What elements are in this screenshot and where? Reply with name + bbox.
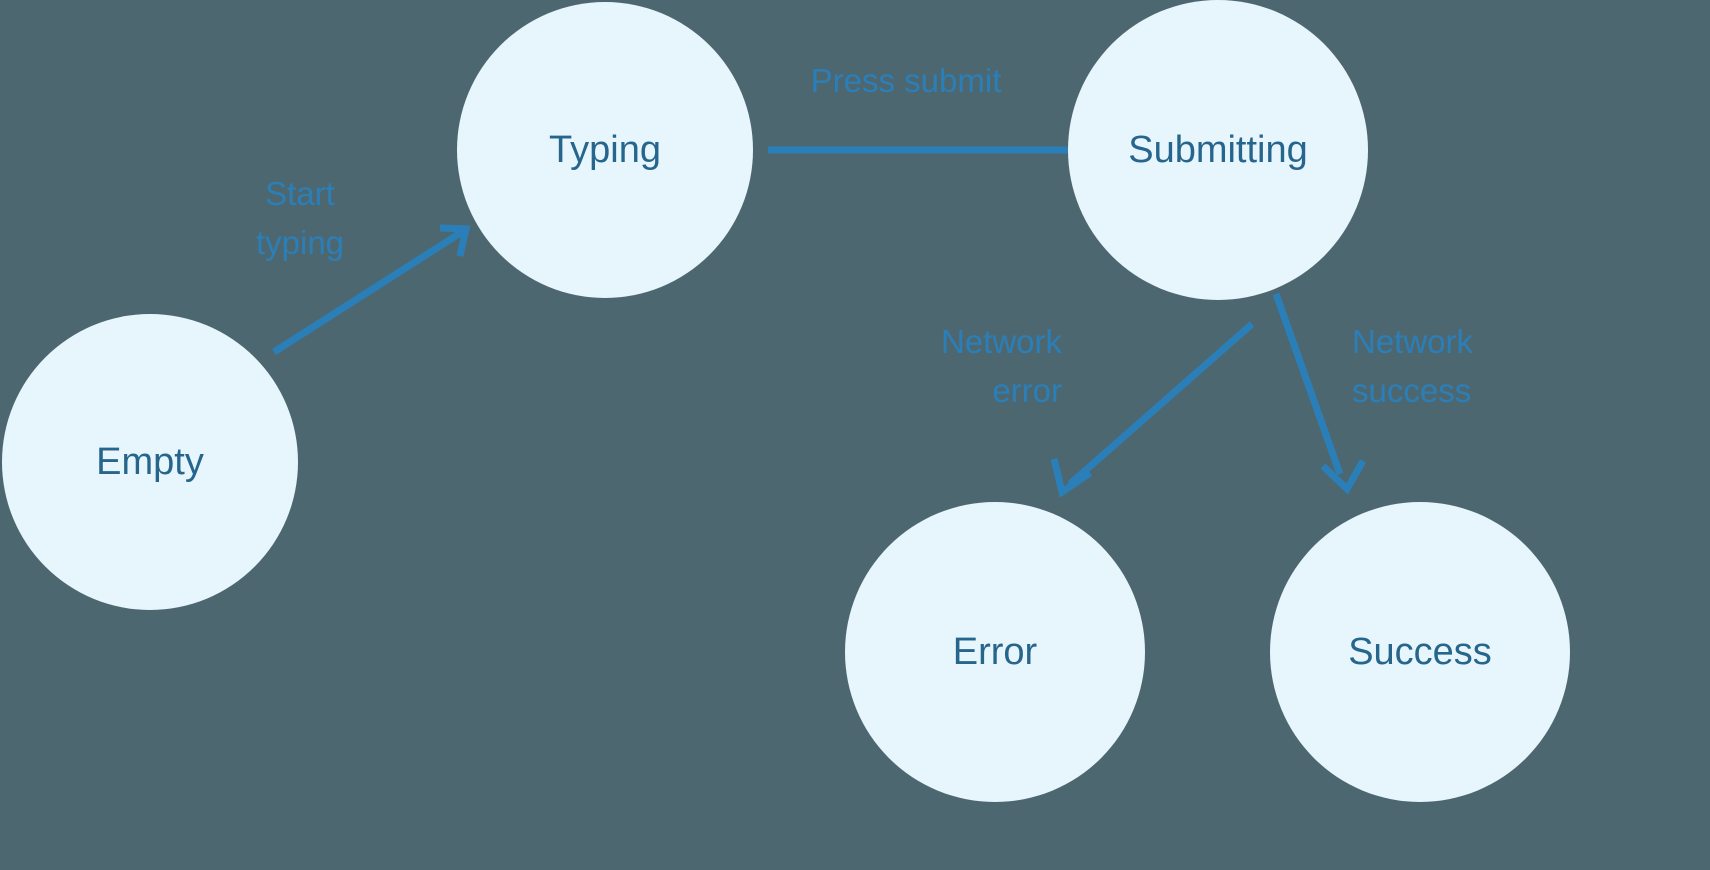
node-circle[interactable]: [2, 314, 298, 610]
node-empty[interactable]: Empty: [2, 314, 298, 610]
node-circle[interactable]: [1270, 502, 1570, 802]
node-label: Submitting: [1128, 129, 1308, 171]
node-label: Empty: [96, 441, 204, 483]
edge-label-line: typing: [256, 224, 344, 261]
node-circle[interactable]: [845, 502, 1145, 802]
node-label: Typing: [549, 129, 661, 171]
edge-label-line: Start: [265, 175, 335, 212]
arrowhead-icon: [439, 224, 471, 257]
edge-submitting-to-error: [1050, 321, 1255, 498]
arrowhead-icon: [1050, 458, 1092, 498]
node-label: Error: [953, 631, 1038, 673]
arrowhead-icon: [1320, 459, 1367, 495]
node-label: Success: [1348, 631, 1492, 673]
edge-label-typing-to-submitting: Press submit: [811, 62, 1002, 99]
node-error[interactable]: Error: [845, 502, 1145, 802]
node-circle[interactable]: [1068, 0, 1368, 300]
edge-label-line: success: [1352, 372, 1471, 409]
node-success[interactable]: Success: [1270, 502, 1570, 802]
edge-empty-to-typing: [272, 224, 471, 355]
edges-layer: [272, 121, 1367, 498]
edge-label-line: Press submit: [811, 62, 1002, 99]
edge-line: [272, 229, 464, 355]
edge-label-submitting-to-error: Network error: [941, 323, 1063, 409]
edge-label-line: Network: [1352, 323, 1474, 360]
edge-line: [1067, 321, 1255, 487]
node-circle[interactable]: [457, 2, 753, 298]
node-submitting[interactable]: Submitting: [1068, 0, 1368, 300]
edge-label-empty-to-typing: Start typing: [256, 175, 344, 261]
edge-line: [1272, 292, 1344, 476]
edge-label-line: error: [992, 372, 1062, 409]
node-typing[interactable]: Typing: [457, 2, 753, 298]
edge-label-submitting-to-success: Network success: [1352, 323, 1474, 409]
edge-label-line: Network: [941, 323, 1063, 360]
edge-submitting-to-success: [1272, 292, 1367, 495]
